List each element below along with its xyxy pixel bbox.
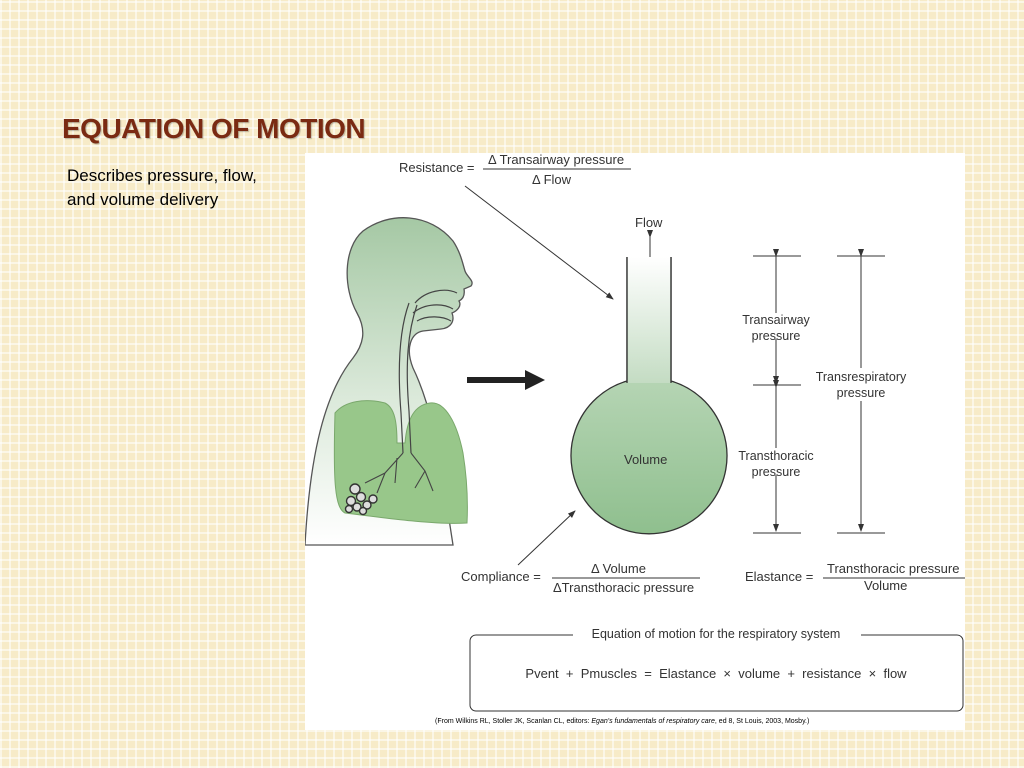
equation-of-motion: Pvent + Pmuscles = Elastance × volume + … xyxy=(525,666,907,681)
figure-svg: Resistance = Δ Transairway pressure Δ Fl… xyxy=(305,153,965,725)
pressure-scale xyxy=(753,249,885,534)
transairway-label-line-1: Transairway xyxy=(742,313,810,327)
compliance-numerator: Δ Volume xyxy=(591,561,646,576)
bronchi xyxy=(364,452,434,494)
transrespiratory-label-line-2: pressure xyxy=(837,386,886,400)
citation-suffix: , ed 8, St Louis, 2003, Mosby.) xyxy=(715,718,809,725)
slide-subtitle-line-2: and volume delivery xyxy=(67,190,219,209)
lungs xyxy=(333,400,468,524)
slide-title: EQUATION OF MOTION xyxy=(62,113,366,144)
direction-arrow xyxy=(467,370,545,390)
lung-model-balloon xyxy=(570,257,728,535)
transthoracic-label-line-1: Transthoracic xyxy=(738,449,813,463)
elastance-numerator: Transthoracic pressure xyxy=(827,561,959,576)
resistance-pointer-arrow xyxy=(464,185,614,300)
compliance-label: Compliance = xyxy=(461,569,541,584)
equation-box-title-gap xyxy=(573,627,861,643)
trachea xyxy=(398,302,418,454)
transthoracic-label-line-2: pressure xyxy=(752,465,801,479)
lung-model-airway-tube xyxy=(627,257,671,383)
nasal-passage xyxy=(412,289,458,322)
compliance-pointer-arrow xyxy=(517,510,576,566)
transairway-label-line-2: pressure xyxy=(752,329,801,343)
citation-title: Egan's fundamentals of respiratory care xyxy=(591,718,715,725)
flow-label: Flow xyxy=(635,215,663,230)
transrespiratory-label-line-1: Transrespiratory xyxy=(816,370,907,384)
figure-citation: (From Wilkins RL, Stoller JK, Scanlan CL… xyxy=(435,718,809,725)
human-airway-illustration xyxy=(305,217,473,546)
resistance-label: Resistance = xyxy=(399,160,475,175)
slide-subtitle: Describes pressure, flow, and volume del… xyxy=(67,164,302,212)
resistance-denominator: Δ Flow xyxy=(532,172,572,187)
citation-prefix: (From Wilkins RL, Stoller JK, Scanlan CL… xyxy=(435,718,591,725)
resistance-numerator: Δ Transairway pressure xyxy=(488,153,624,167)
elastance-denominator: Volume xyxy=(864,578,907,593)
elastance-label: Elastance = xyxy=(745,569,813,584)
volume-label: Volume xyxy=(624,452,667,467)
slide-subtitle-line-1: Describes pressure, flow, xyxy=(67,166,257,185)
compliance-denominator: ΔTransthoracic pressure xyxy=(553,580,694,595)
equation-of-motion-figure: Resistance = Δ Transairway pressure Δ Fl… xyxy=(305,153,965,730)
alveoli xyxy=(344,483,378,516)
equation-box-title: Equation of motion for the respiratory s… xyxy=(592,627,841,641)
